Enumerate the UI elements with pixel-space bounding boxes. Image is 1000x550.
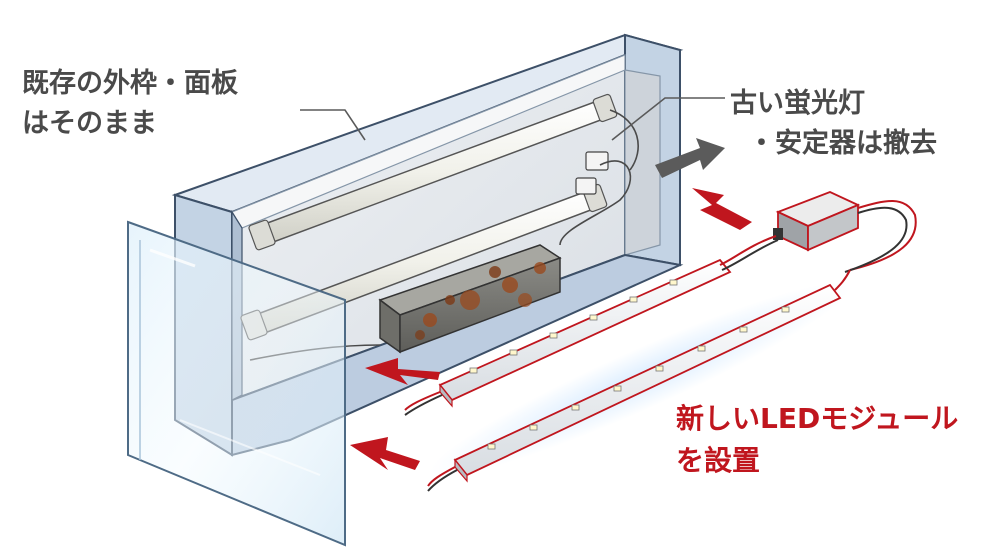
label-new-line1: 新しいLEDモジュール — [676, 402, 959, 435]
new-led-module-upper — [404, 258, 732, 416]
interior-right-wall — [624, 69, 661, 256]
led-power-supply — [719, 191, 917, 291]
label-new-led: 新しいLEDモジュール を設置 — [676, 398, 958, 482]
label-existing-line1: 既存の外枠・面板 — [22, 68, 238, 99]
old-ballast — [378, 244, 562, 354]
label-remove-line2: ・安定器は撤去 — [748, 128, 937, 159]
label-existing-line2: はそのまま — [22, 108, 157, 139]
label-existing-frame: 既存の外枠・面板 はそのまま — [22, 64, 238, 144]
label-remove-line1: 古い蛍光灯 — [730, 88, 865, 119]
leader-remove — [611, 97, 725, 141]
remove-arrow-icon — [655, 138, 725, 178]
old-fluorescent-tube-upper — [248, 93, 618, 251]
starter-socket-icon — [575, 151, 609, 195]
new-led-module-lower — [427, 282, 851, 492]
leader-existing — [300, 109, 366, 141]
led-chip-icon — [487, 306, 790, 450]
callout-leaders — [300, 97, 725, 141]
label-new-line2: を設置 — [676, 444, 761, 477]
insert-arrow-icon — [350, 188, 752, 470]
led-chip-icon — [469, 279, 678, 374]
front-glass-panel — [127, 220, 346, 547]
label-old-parts-removed: 古い蛍光灯 ・安定器は撤去 — [730, 84, 937, 164]
